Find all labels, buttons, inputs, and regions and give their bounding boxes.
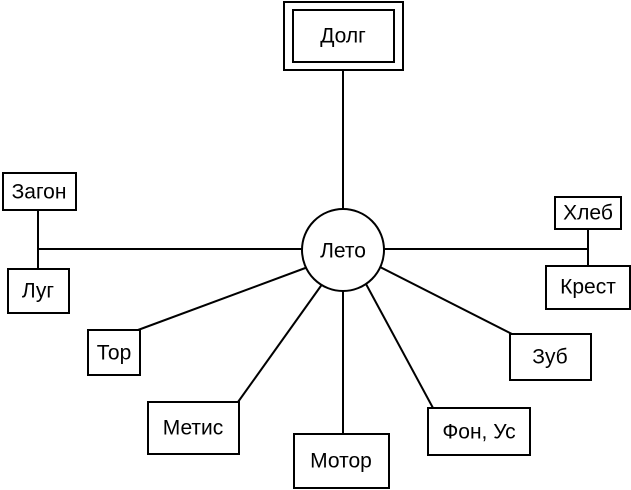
svg-text:Метис: Метис — [163, 417, 224, 440]
svg-text:Хлеб: Хлеб — [563, 202, 613, 225]
node-leto: Лето — [301, 208, 385, 292]
node-tor: Тор — [87, 329, 141, 376]
node-lug: Луг — [7, 268, 70, 314]
node-zub: Зуб — [509, 333, 592, 381]
svg-text:Фон, Ус: Фон, Ус — [442, 421, 515, 444]
connector-fon-us — [365, 283, 434, 409]
node-krest: Крест — [545, 265, 631, 310]
node-fon-us: Фон, Ус — [427, 407, 531, 456]
svg-text:Тор: Тор — [97, 342, 132, 365]
node-metis: Метис — [147, 401, 240, 455]
connector-metis — [237, 282, 324, 403]
svg-text:Зуб: Зуб — [532, 346, 567, 369]
node-zagon: Загон — [2, 172, 77, 211]
node-khleb: Хлеб — [554, 196, 622, 230]
connector-zub — [379, 266, 513, 335]
svg-text:Луг: Луг — [22, 280, 55, 303]
svg-text:Крест: Крест — [560, 276, 616, 299]
svg-text:Мотор: Мотор — [310, 450, 372, 473]
connector-tor — [137, 266, 309, 331]
svg-text:Долг: Долг — [320, 25, 366, 48]
node-motor: Мотор — [293, 433, 390, 489]
svg-text:Лето: Лето — [320, 240, 366, 263]
svg-text:Загон: Загон — [12, 181, 67, 204]
node-dolg: Долг — [283, 1, 404, 71]
